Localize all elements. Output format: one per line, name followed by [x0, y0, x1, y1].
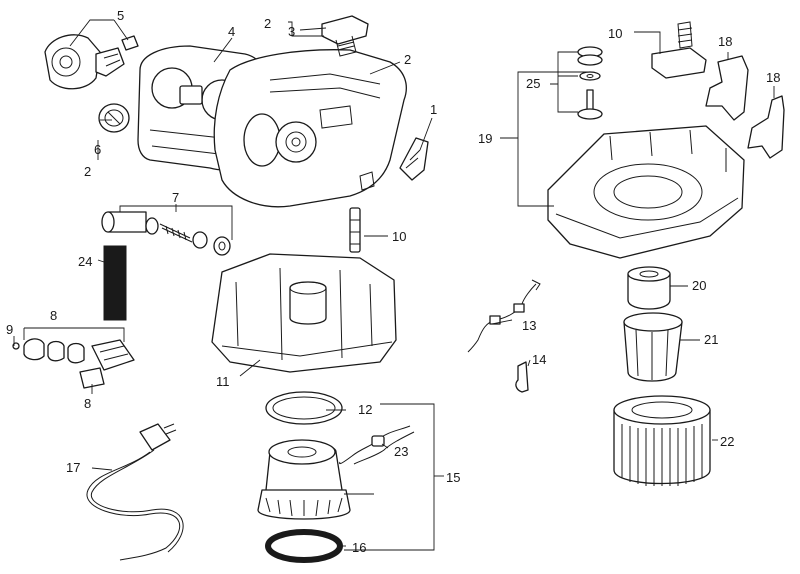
part-25-valve-stack	[577, 46, 603, 120]
part-10-terminal-left	[349, 207, 361, 253]
part-7-valve-rod	[101, 211, 231, 256]
callout-2-housing: 2	[404, 52, 411, 67]
part-24-filter-strip	[103, 245, 127, 321]
callout-20: 20	[692, 278, 706, 293]
callout-19: 19	[478, 131, 492, 146]
part-18-flap-lower	[747, 95, 785, 159]
part-16-black-ring	[265, 529, 343, 563]
part-19-base-tray	[547, 125, 745, 259]
part-20-foam-filter	[627, 266, 671, 310]
part-10-valve-block-right	[651, 21, 707, 79]
callout-labels: 5 4 2 3 2 1 6 2 7 24 10 8 9 8 11 12 23 1…	[6, 8, 780, 555]
part-18-flap-upper	[705, 55, 749, 121]
part-3-latch	[321, 15, 369, 57]
callout-10-right: 10	[608, 26, 622, 41]
callout-3: 3	[288, 24, 295, 39]
part-15-motor	[257, 439, 351, 520]
callout-8-top: 8	[50, 308, 57, 323]
callout-13: 13	[522, 318, 536, 333]
callout-17: 17	[66, 460, 80, 475]
part-22-cartridge-filter	[613, 395, 711, 486]
callout-23: 23	[394, 444, 408, 459]
callout-24: 24	[78, 254, 92, 269]
part-23-wiring	[339, 425, 415, 465]
callout-2-knob: 2	[84, 164, 91, 179]
part-8-switch-chain	[12, 338, 135, 389]
callout-9: 9	[6, 322, 13, 337]
callout-7: 7	[172, 190, 179, 205]
part-5-switch-assembly	[44, 34, 139, 90]
upper-housing	[213, 49, 407, 208]
callout-5: 5	[117, 8, 124, 23]
leader-lines	[13, 19, 775, 551]
callout-18-upper: 18	[718, 34, 732, 49]
callout-2-latch: 2	[264, 16, 271, 31]
callout-21: 21	[704, 332, 718, 347]
callout-10-left: 10	[392, 229, 406, 244]
callout-22: 22	[720, 434, 734, 449]
part-21-filter-cage	[623, 312, 683, 382]
part-17-power-cord	[86, 423, 184, 561]
part-1-side-flap	[399, 137, 429, 181]
callout-16: 16	[352, 540, 366, 555]
callout-12: 12	[358, 402, 372, 417]
callout-6: 6	[94, 142, 101, 157]
callout-11: 11	[216, 374, 230, 389]
callout-1: 1	[430, 102, 437, 117]
part-13-cable	[467, 279, 541, 353]
callout-15: 15	[446, 470, 460, 485]
part-12-gasket	[265, 391, 343, 425]
callout-4: 4	[228, 24, 235, 39]
callout-18-lower: 18	[766, 70, 780, 85]
callout-8-bottom: 8	[84, 396, 91, 411]
part-14-hook	[515, 361, 529, 393]
callout-14: 14	[532, 352, 546, 367]
part-11-lower-chassis	[211, 253, 397, 373]
part-6-knob	[98, 103, 130, 133]
callout-25: 25	[526, 76, 540, 91]
